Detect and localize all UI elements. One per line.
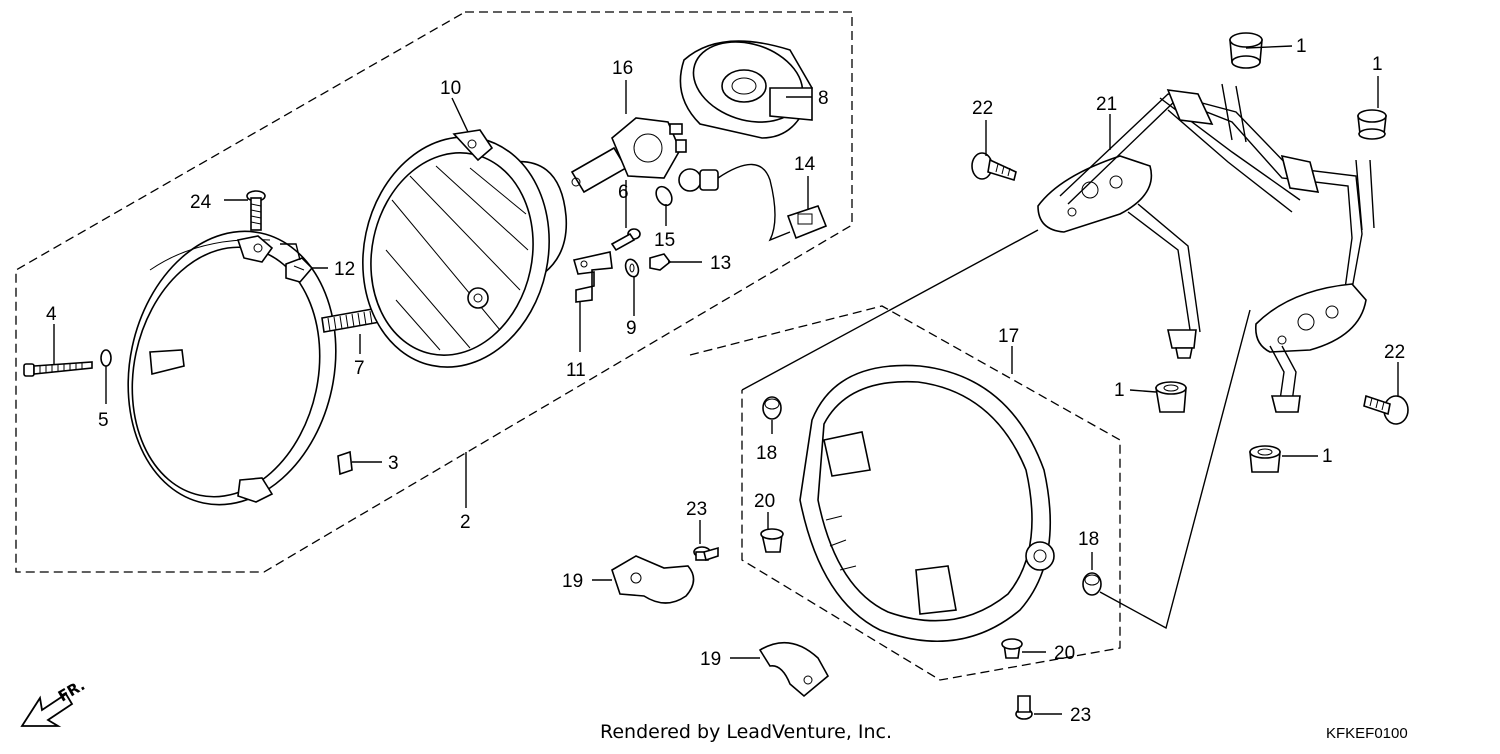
bracket-screw — [610, 228, 641, 252]
wire-clamp-upper — [611, 555, 695, 604]
callout-17[interactable]: 17 — [998, 326, 1019, 347]
position-bulb — [655, 185, 673, 207]
case-collar-upper — [762, 396, 782, 420]
headlight-unit — [362, 129, 568, 368]
callout-15[interactable]: 15 — [654, 230, 675, 251]
rim-washer — [100, 349, 112, 367]
stay-bolt-left — [971, 152, 1017, 182]
callout-23b[interactable]: 23 — [1070, 705, 1091, 726]
front-arrow-icon — [20, 692, 74, 727]
callout-21[interactable]: 21 — [1096, 94, 1117, 115]
dust-cover — [679, 40, 813, 139]
callout-18a[interactable]: 18 — [756, 443, 777, 464]
clamp-screw-lower — [1015, 695, 1033, 720]
callout-8[interactable]: 8 — [818, 88, 829, 109]
callout-7[interactable]: 7 — [354, 358, 365, 379]
callout-11[interactable]: 11 — [566, 360, 586, 381]
callout-22b[interactable]: 22 — [1384, 342, 1405, 363]
front-direction-marker: FR. — [20, 676, 88, 727]
callout-19b[interactable]: 19 — [700, 649, 721, 670]
callout-1d[interactable]: 1 — [1322, 446, 1333, 467]
bulb-socket-harness — [678, 163, 828, 242]
leader-lines — [53, 45, 1399, 715]
stay-grommet-top-a — [1229, 32, 1263, 69]
headlight-stay — [1037, 83, 1375, 413]
callout-labels: 1 1 1 1 2 3 4 5 6 7 8 9 10 11 12 13 14 1… — [46, 36, 1405, 726]
stay-grommet-mid — [1155, 381, 1187, 413]
case-grommet-left — [760, 528, 784, 553]
callout-6[interactable]: 6 — [618, 182, 629, 203]
callout-20a[interactable]: 20 — [754, 491, 775, 512]
callout-12[interactable]: 12 — [334, 259, 355, 280]
stay-grommet-top-b — [1357, 109, 1387, 140]
callout-2[interactable]: 2 — [460, 512, 471, 533]
callout-24[interactable]: 24 — [190, 192, 212, 213]
adjust-nut — [649, 253, 672, 271]
callout-20b[interactable]: 20 — [1054, 643, 1075, 664]
rim-screw — [23, 361, 93, 377]
callout-16[interactable]: 16 — [612, 58, 633, 79]
headlight-bulb — [570, 117, 687, 194]
callout-22a[interactable]: 22 — [972, 98, 993, 119]
callout-18b[interactable]: 18 — [1078, 529, 1099, 550]
case-collar-lower — [1082, 572, 1102, 596]
callout-13[interactable]: 13 — [710, 253, 731, 274]
callout-1c[interactable]: 1 — [1114, 380, 1125, 401]
adjust-screw — [246, 190, 266, 231]
callout-1a[interactable]: 1 — [1296, 36, 1307, 57]
stay-grommet-low — [1249, 445, 1281, 473]
stay-bolt-right — [1363, 394, 1409, 425]
mounting-bracket — [572, 251, 613, 303]
headlight-rim — [127, 230, 353, 506]
wire-clamp-lower — [758, 641, 830, 698]
diagram-code: KFKEF0100 — [1326, 725, 1408, 742]
headlight-case — [799, 364, 1055, 643]
adjust-washer — [624, 258, 640, 278]
headlight-group-outline — [15, 11, 853, 573]
callout-3[interactable]: 3 — [388, 453, 399, 474]
clamp-screw-upper — [693, 546, 719, 562]
callout-23a[interactable]: 23 — [686, 499, 707, 520]
callout-5[interactable]: 5 — [98, 410, 109, 431]
footer-credit: Rendered by LeadVenture, Inc. — [600, 721, 892, 743]
callout-14[interactable]: 14 — [794, 154, 816, 175]
callout-10[interactable]: 10 — [440, 78, 461, 99]
callout-1b[interactable]: 1 — [1372, 54, 1383, 75]
callout-9[interactable]: 9 — [626, 318, 637, 339]
housing-group-outline — [689, 305, 1121, 681]
callout-4[interactable]: 4 — [46, 304, 57, 325]
callout-19a[interactable]: 19 — [562, 571, 583, 592]
case-grommet-bottom — [1001, 638, 1023, 659]
